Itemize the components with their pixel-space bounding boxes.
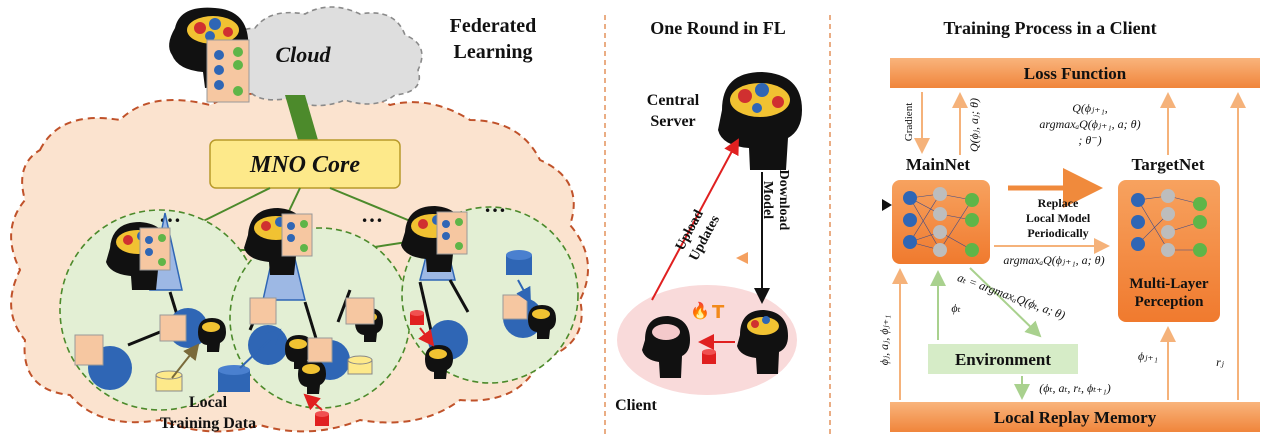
upload-arrow-blue-2: [516, 279, 531, 304]
action-arrow: [969, 267, 1042, 338]
tensorflow-icon: T: [712, 302, 725, 323]
local-model-cards: [74, 294, 528, 366]
cloud-label: Cloud: [275, 42, 331, 67]
pytorch-icon: 🔥: [690, 301, 710, 320]
one-round-title: One Round in FL: [650, 18, 786, 38]
mlp-label-2: Perception: [1135, 294, 1205, 310]
dots-2: …: [361, 202, 383, 227]
replace-label-1: Replace: [1038, 196, 1079, 210]
edge-brain-2-icon: [244, 208, 313, 275]
q-target-label-2: argmaxₐQ(ϕⱼ₊₁, a; θ): [1039, 117, 1140, 131]
gradient-label: Gradient: [903, 103, 915, 141]
central-server-label-1: Central: [647, 92, 700, 109]
local-data-label-2: Training Data: [160, 415, 256, 432]
action-label: aₜ = argmaxₐQ(ϕₜ, a; θ): [956, 270, 1067, 322]
r-j-label: rⱼ: [1216, 355, 1225, 369]
replay-sample-label: ϕⱼ, aⱼ, ϕⱼ₊₁: [877, 315, 891, 365]
argmax-label: argmaxₐQ(ϕⱼ₊₁, a; θ): [1003, 253, 1104, 267]
cloud-brain-icon: [169, 7, 250, 103]
mainnet-network-icon: [903, 187, 979, 257]
central-server-brain-icon: [718, 72, 802, 170]
upload-updates-arrow: [651, 138, 739, 301]
mno-core-box: [209, 139, 401, 189]
client-brain-left-icon: [642, 316, 690, 378]
phi-t-label: ϕₜ: [951, 301, 960, 315]
mlp-label-1: Multi-Layer: [1129, 276, 1208, 292]
edge-brain-3-icon: [401, 206, 468, 272]
replace-label-3: Periodically: [1027, 226, 1088, 240]
cloud-shape: [221, 6, 423, 107]
transition-label: (ϕₜ, aₜ, rₜ, ϕₜ₊₁): [1039, 381, 1110, 395]
federated-learning-title-1: Federated: [450, 15, 537, 37]
targetnet-network-icon: [1131, 189, 1207, 257]
loss-function-bar: [890, 58, 1260, 88]
training-process-panel: Training Process in a Client Loss Functi…: [877, 18, 1260, 432]
federated-learning-title-2: Learning: [454, 41, 533, 63]
cloud-core-link: [285, 95, 318, 140]
phi-j1-label: ϕⱼ₊₁: [1138, 349, 1158, 363]
mno-core-label: MNO Core: [249, 152, 360, 178]
upload-arrow-red-1: [303, 393, 323, 411]
training-process-title: Training Process in a Client: [943, 18, 1156, 38]
q-target-label-1: Q(ϕⱼ₊₁,: [1072, 101, 1108, 115]
one-round-panel: One Round in FL Central Server 🔥 T Clien…: [615, 18, 892, 414]
mainnet-label: MainNet: [906, 155, 971, 174]
upload-arrow-blue: [239, 328, 282, 369]
dots-3: …: [484, 192, 506, 217]
local-data-label-1: Local: [189, 394, 228, 411]
replay-memory-label: Local Replay Memory: [994, 408, 1157, 427]
download-label-1: Download: [776, 170, 791, 231]
upload-arrow-brown: [171, 343, 200, 379]
targetnet-label: TargetNet: [1131, 155, 1204, 174]
client-brain-right-icon: [737, 310, 788, 374]
loss-function-label: Loss Function: [1024, 64, 1127, 83]
environment-box: [928, 344, 1078, 374]
upload-arrow-red-2: [418, 327, 435, 347]
q-target-label-3: ; θ⁻): [1078, 133, 1101, 147]
replay-memory-bar: [890, 402, 1260, 432]
client-database-icon: [702, 349, 716, 364]
q-main-label: Q(ϕⱼ, aⱼ; θ): [967, 98, 981, 152]
central-server-label-2: Server: [650, 113, 695, 130]
client-label: Client: [615, 397, 657, 414]
federated-learning-panel: Cloud Federated Learning MNO Core … … …: [10, 6, 589, 433]
edge-brain-1-icon: [106, 222, 171, 290]
environment-label: Environment: [955, 350, 1051, 369]
replace-label-2: Local Model: [1026, 211, 1091, 225]
database-icons: [155, 250, 532, 426]
download-label-2: Model: [760, 181, 775, 219]
